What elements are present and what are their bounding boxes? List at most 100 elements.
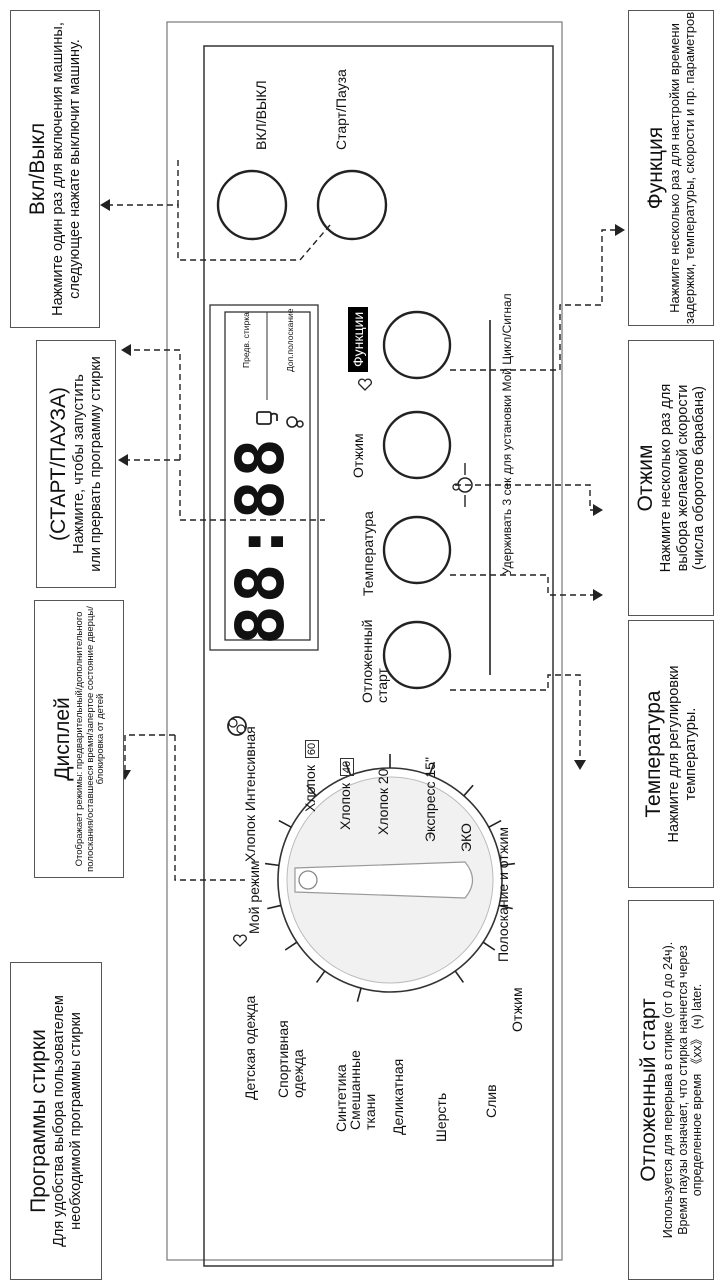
callout-function-line-2: задержки, температуры, скорости и пр. па… [682, 11, 697, 325]
program-sportswear-text: Спортивная одежда [275, 1020, 307, 1098]
delay-start-label-1: Отложенный [359, 619, 375, 703]
start-pause-label: Старт/Пауза [333, 69, 349, 150]
arrow-function [615, 224, 625, 236]
my-mode-heart-icon [233, 934, 247, 947]
dial-pointer [298, 870, 318, 890]
hold-text: Удерживать 3 сек для установки Мой Цикл/… [500, 293, 514, 575]
program-wool: Шерсть [433, 1092, 449, 1142]
arrow-start [118, 454, 128, 466]
program-drain: Слив [483, 1084, 499, 1118]
intensive-cotton-icon [227, 716, 247, 736]
dial-tick [344, 761, 352, 776]
callout-power-line-2: следующее нажате выключит машину. [67, 39, 83, 299]
program-mixed: Смешанные ткани [347, 1030, 379, 1130]
callout-temp: Температура Нажмите для регулировки темп… [628, 620, 714, 888]
display-digits: 88:88 [222, 436, 299, 645]
prewash-label: Предв. стирка [241, 312, 251, 368]
callout-spin-title: Отжим [633, 444, 657, 512]
function-label: Функции [348, 306, 368, 372]
callout-display-title: Дисплей [50, 697, 74, 781]
program-delicate: Деликатная [390, 1058, 406, 1135]
callout-display-line-3: блокировка от детей [95, 693, 107, 785]
badge-40: 40 [340, 757, 354, 777]
callout-function-line-1: Нажмите несколько раз для настройки врем… [667, 23, 683, 313]
program-synthetics: Синтетика [333, 1064, 349, 1132]
program-dial [264, 754, 516, 1002]
dial-tick [498, 904, 513, 910]
door-lock-icon [256, 411, 278, 425]
arrow-display [121, 344, 131, 356]
callout-delay-line-1: Используется для перерыва в стирке (от 0… [661, 941, 676, 1239]
start-pause-button [316, 169, 388, 241]
callout-temp-line-1: Нажмите для регулировки [666, 665, 683, 843]
program-spin: Отжим [509, 987, 525, 1032]
dial-tick [500, 862, 516, 867]
child-lock-icon [286, 416, 304, 428]
callout-programs-title: Программы стирки [27, 1029, 51, 1213]
program-mixed-text: Смешанные ткани [347, 1050, 379, 1130]
dial-knob-handle [294, 861, 474, 899]
callout-spin-line-2: выбора желаемой скорости [674, 384, 691, 572]
delay-start-label-2: старт [374, 668, 390, 703]
callout-start-line-2: или прервать программу стирки [88, 356, 104, 572]
callout-delay-title: Отложенный старт [637, 998, 661, 1182]
callout-power-line-1: Нажмите один раз для включения машины, [50, 22, 67, 316]
program-sportswear: Спортивная одежда [275, 1018, 307, 1098]
power-label: ВКЛ/ВЫКЛ [253, 80, 269, 150]
program-express: Экспресс 15" [422, 757, 438, 842]
callout-spin-line-1: Нажмите несколько раз для [657, 383, 674, 573]
program-cotton-20: Хлопок 20 [375, 768, 391, 835]
callout-function: Функция Нажмите несколько раз для настро… [628, 10, 714, 326]
arrow-spin [593, 504, 603, 516]
arrow-power [100, 199, 110, 211]
dial-tick [278, 819, 292, 828]
control-panel [203, 45, 554, 1267]
callout-spin: Отжим Нажмите несколько раз для выбора ж… [628, 340, 714, 616]
dial-tick [482, 941, 496, 951]
arrow-delay [574, 760, 586, 770]
callout-function-title: Функция [644, 126, 668, 210]
dial-tick [315, 970, 326, 983]
callout-delay: Отложенный старт Используется для переры… [628, 900, 714, 1280]
arrow-temp [593, 589, 603, 601]
callout-power-title: Вкл/Выкл [26, 122, 50, 216]
spin-button [382, 410, 452, 480]
temperature-label: Температура [360, 511, 376, 596]
callout-programs-line-2: необходимой программы стирки [68, 1012, 84, 1230]
dial-tick [267, 904, 282, 910]
callout-delay-line-2: Время паузы означает, что стирка начнетс… [675, 945, 690, 1235]
display-frame [209, 304, 319, 651]
callout-temp-line-2: температуры. [683, 707, 699, 801]
dial-tick [306, 784, 317, 797]
temperature-button [382, 515, 452, 585]
program-cotton-40-text: Хлопок [337, 783, 353, 830]
spin-heart-icon [358, 378, 372, 391]
badge-60: 60 [305, 739, 319, 759]
callout-display: Дисплей Отображает режимы: предварительн… [34, 600, 124, 878]
callout-start-title: (СТАРТ/ПАУЗА) [47, 386, 71, 542]
program-kids: Детская одежда [242, 995, 258, 1100]
callout-temp-title: Температура [642, 690, 666, 818]
extra-rinse-label: Доп.полоскание [285, 308, 295, 372]
callout-spin-line-3: (числа оборотов барабана) [691, 386, 708, 570]
dial-tick [356, 987, 362, 1002]
callout-start-line-1: Нажмите, чтобы запустить [71, 374, 88, 554]
dial-tick [463, 784, 474, 797]
dial-tick [284, 941, 298, 951]
program-cotton-40: Хлопок 40 [337, 757, 354, 830]
dial-tick [488, 819, 502, 828]
delay-start-button [382, 620, 452, 690]
callout-delay-line-3: определенное время 《xx》 (ч) later. [690, 983, 705, 1197]
program-cotton-60: Хлопок 60 [302, 739, 319, 812]
program-eco: ЭКО [458, 823, 474, 852]
outer-panel [166, 21, 563, 1261]
program-intensive-cotton: Хлопок Интенсивная [242, 726, 258, 862]
program-my-mode: Мой режим [246, 860, 262, 934]
callout-programs: Программы стирки Для удобства выбора пол… [10, 962, 102, 1280]
callout-start: (СТАРТ/ПАУЗА) Нажмите, чтобы запустить и… [36, 340, 116, 588]
program-cotton-60-text: Хлопок [302, 765, 318, 812]
spin-label: Отжим [350, 433, 366, 478]
dial-tick [454, 970, 465, 983]
power-button [216, 169, 288, 241]
